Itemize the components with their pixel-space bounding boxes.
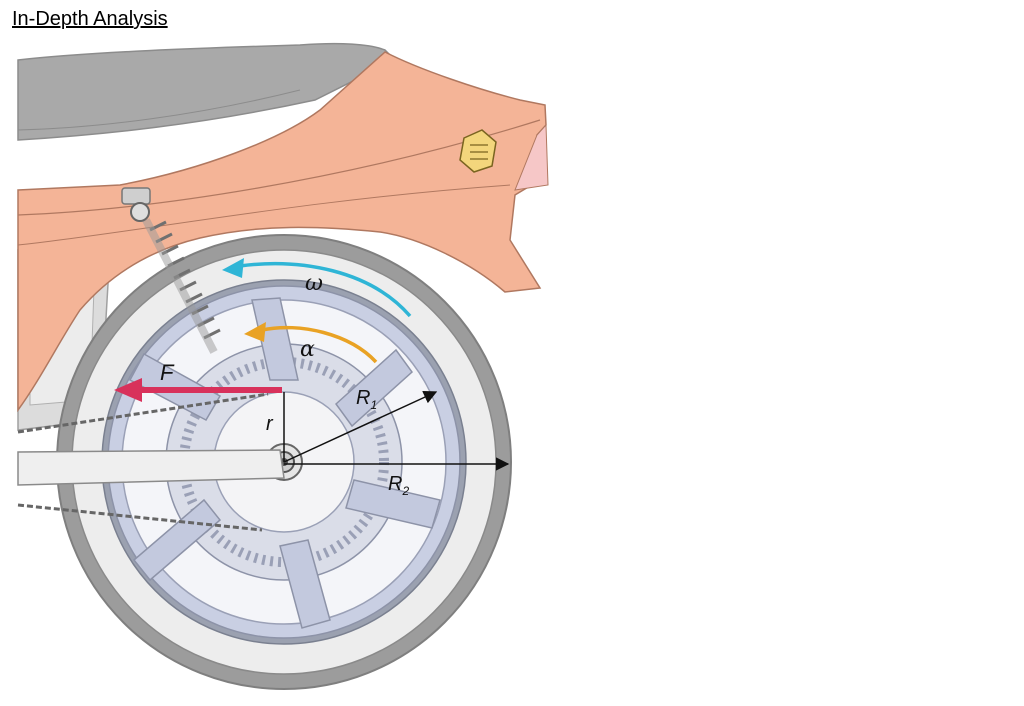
radius-2-symbol: R — [388, 473, 402, 495]
seat — [17, 42, 397, 141]
rear-body — [17, 51, 549, 413]
omega-arrow — [222, 258, 412, 318]
radius-2-subscript: 2 — [401, 484, 409, 498]
reflector-icon — [459, 129, 497, 173]
radius-2-label: R2 — [388, 473, 409, 498]
force-label: F — [160, 360, 175, 385]
chain — [17, 392, 269, 532]
radius-1-label: R1 — [356, 387, 377, 412]
radius-1-symbol: R — [356, 387, 370, 409]
radius-1-subscript: 1 — [370, 398, 377, 412]
alpha-label: α — [300, 337, 315, 362]
swing-arm — [17, 449, 285, 486]
force-arrow — [114, 378, 282, 402]
shock-absorber — [121, 187, 221, 354]
page-title: In-Depth Analysis — [12, 8, 168, 30]
alpha-arrow — [244, 322, 378, 364]
radius-1-line — [283, 390, 438, 463]
lever-arm-label: r — [266, 413, 274, 435]
omega-label: ω — [305, 271, 323, 296]
